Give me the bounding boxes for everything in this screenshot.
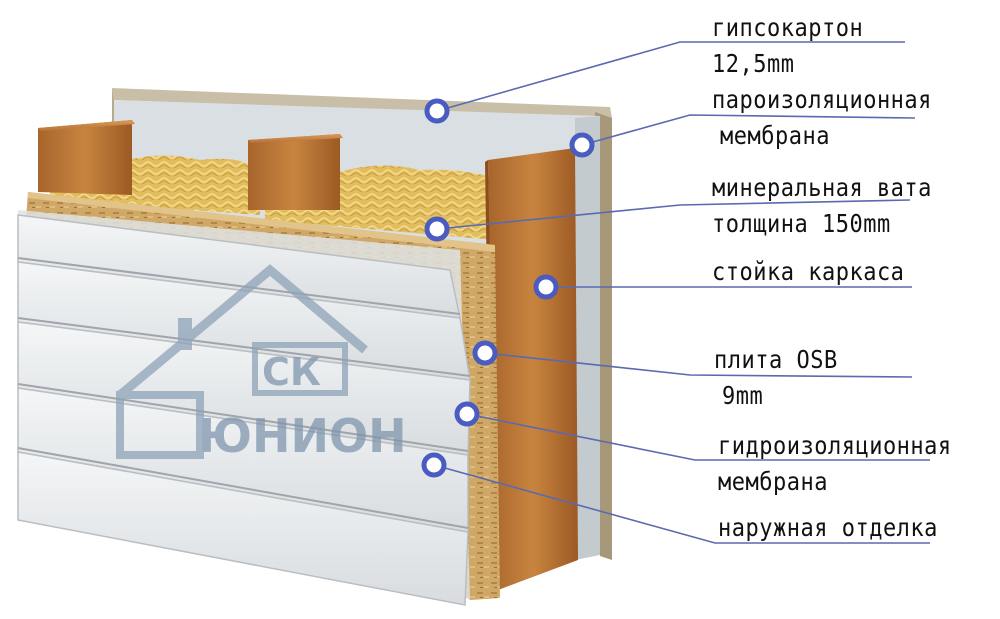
label-water-membrane-sub: мембрана	[718, 468, 828, 497]
label-drywall-title: гипсокартон	[712, 14, 864, 43]
marker-water-membrane	[454, 401, 480, 427]
watermark-logo: СК ЮНИОН	[116, 264, 407, 463]
leader-line-osb	[484, 352, 913, 378]
marker-stud	[533, 274, 559, 300]
label-stud: стойка каркаса	[712, 258, 905, 287]
label-osb-title: плита OSB	[714, 346, 838, 375]
label-drywall-thickness: 12,5mm	[712, 50, 795, 79]
watermark-bottom: ЮНИОН	[198, 409, 407, 463]
label-mineral-wool-thickness: толщина 150mm	[712, 210, 891, 239]
siding-panels	[17, 214, 471, 606]
label-mineral-wool-title: минеральная вата	[712, 174, 932, 203]
marker-vapor-membrane	[569, 132, 595, 158]
leader-line-mineral-wool	[436, 199, 911, 230]
leader-line-vapor-membrane	[581, 114, 916, 146]
marker-siding	[421, 452, 447, 478]
label-siding: наружная отделка	[718, 514, 938, 543]
marker-drywall	[424, 98, 450, 124]
marker-osb	[472, 340, 498, 366]
marker-mineral-wool	[424, 216, 450, 242]
callout-markers	[421, 98, 595, 478]
watermark-top: СК	[262, 350, 321, 394]
leader-lines	[433, 41, 930, 544]
label-vapor-membrane-title: пароизоляционная	[712, 86, 932, 115]
leader-line-siding	[433, 464, 930, 544]
label-osb-thickness: 9mm	[722, 382, 764, 411]
label-vapor-membrane-sub: мембрана	[720, 122, 830, 151]
leader-line-water-membrane	[466, 413, 930, 461]
label-water-membrane-title: гидроизоляционная	[718, 432, 952, 461]
leader-line-drywall	[436, 41, 905, 112]
